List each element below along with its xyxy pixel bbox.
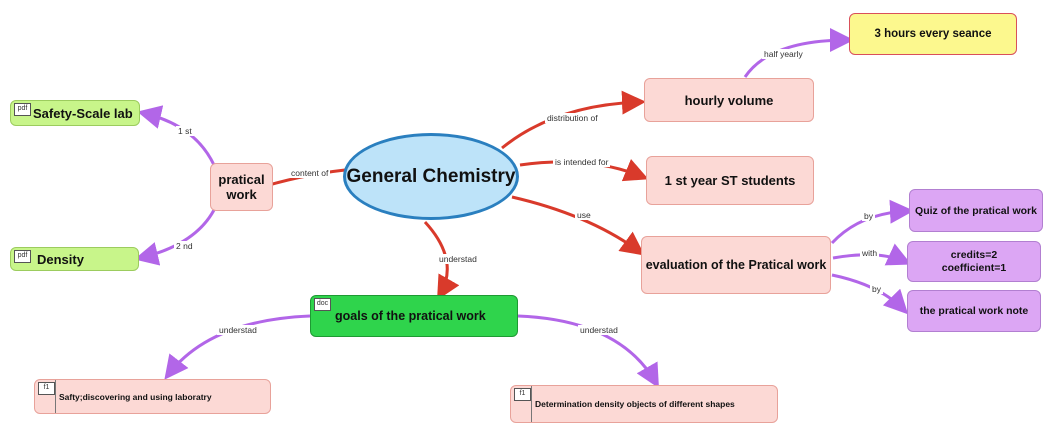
label-distribution-of: distribution of bbox=[545, 113, 600, 123]
node-evaluation[interactable]: evaluation of the Pratical work bbox=[641, 236, 831, 294]
node-density-label: Density bbox=[37, 251, 84, 267]
node-goals-label: goals of the pratical work bbox=[335, 309, 486, 323]
node-safety-scale-lab[interactable]: pdf Safety-Scale lab bbox=[10, 100, 140, 126]
label-by-note: by bbox=[870, 284, 883, 294]
pdf-file-icon: pdf bbox=[14, 250, 31, 263]
label-half-yearly: half yearly bbox=[762, 49, 805, 59]
link-distribution-of bbox=[501, 90, 646, 150]
label-1st: 1 st bbox=[176, 126, 194, 136]
label-understad-det: understad bbox=[578, 325, 620, 335]
label-by-quiz: by bbox=[862, 211, 875, 221]
f1-file-icon: f1 bbox=[38, 382, 55, 395]
node-density[interactable]: pdf Density bbox=[10, 247, 139, 271]
central-topic[interactable]: General Chemistry bbox=[343, 133, 519, 220]
link-use bbox=[511, 195, 645, 256]
label-understad-safty: understad bbox=[217, 325, 259, 335]
node-determination-label: Determination density objects of differe… bbox=[535, 399, 735, 409]
pdf-file-icon: pdf bbox=[14, 103, 31, 116]
label-understad-goals: understad bbox=[437, 254, 479, 264]
label-use: use bbox=[575, 210, 593, 220]
node-credits[interactable]: credits=2 coefficient=1 bbox=[907, 241, 1041, 282]
label-with: with bbox=[860, 248, 880, 258]
node-safety-scale-lab-label: Safety-Scale lab bbox=[33, 105, 133, 121]
link-1st bbox=[137, 105, 216, 166]
link-2nd bbox=[134, 209, 216, 266]
node-hourly-volume[interactable]: hourly volume bbox=[644, 78, 814, 122]
node-divider bbox=[55, 380, 56, 413]
node-note[interactable]: the pratical work note bbox=[907, 290, 1041, 332]
label-content-of: content of bbox=[289, 168, 331, 178]
node-students[interactable]: 1 st year ST students bbox=[646, 156, 814, 205]
label-2nd: 2 nd bbox=[174, 241, 195, 251]
node-three-hours[interactable]: 3 hours every seance bbox=[849, 13, 1017, 55]
node-determination[interactable]: f1 Determination density objects of diff… bbox=[510, 385, 778, 423]
f1-file-icon: f1 bbox=[514, 388, 531, 401]
node-quiz[interactable]: Quiz of the pratical work bbox=[909, 189, 1043, 232]
node-pratical-work[interactable]: pratical work bbox=[210, 163, 273, 211]
node-divider bbox=[531, 386, 532, 422]
node-safty[interactable]: f1 Safty;discovering and using laboratry bbox=[34, 379, 271, 414]
doc-file-icon: doc bbox=[314, 298, 331, 311]
node-safty-label: Safty;discovering and using laboratry bbox=[59, 391, 212, 402]
link-by-note bbox=[831, 273, 909, 315]
label-intended-for: is intended for bbox=[553, 157, 611, 167]
node-goals[interactable]: doc goals of the pratical work bbox=[310, 295, 518, 337]
